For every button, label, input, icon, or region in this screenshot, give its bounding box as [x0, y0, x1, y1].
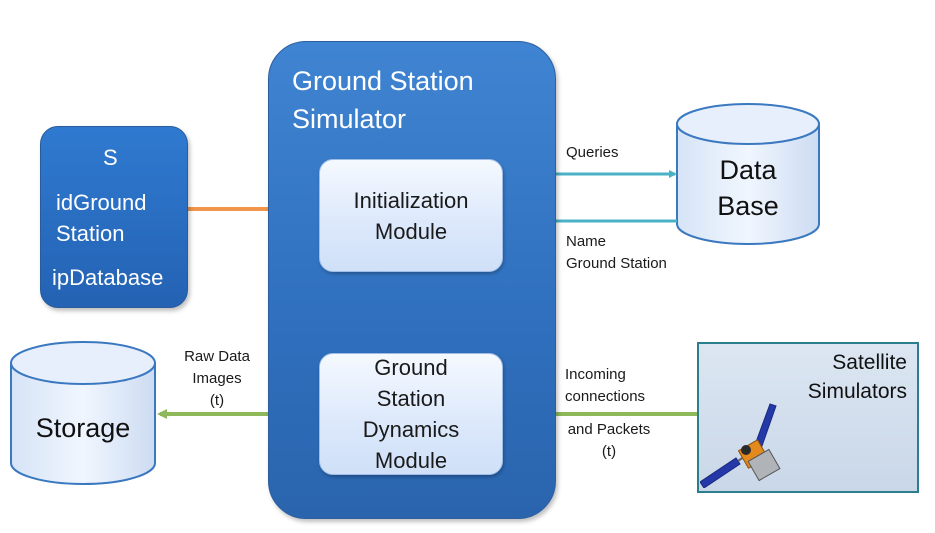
satellite-simulators-label: Satellite Simulators [807, 351, 907, 403]
dynamics-module-label: Ground Station Dynamics Module [362, 355, 460, 473]
raw-data-images-label: Raw Data Images (t) [184, 348, 250, 409]
parameters-box [40, 126, 188, 308]
dynamics-module: Ground Station Dynamics Module [319, 353, 503, 475]
queries-label: Queries [566, 144, 619, 161]
param-s: S [103, 145, 118, 170]
database-cylinder [676, 103, 820, 245]
database-label: Data Base [717, 155, 779, 221]
packets-label: and Packets (t) [567, 421, 651, 460]
initialization-module: Initialization Module [319, 159, 503, 272]
simulator-title: Ground Station Simulator [292, 66, 474, 134]
storage-cylinder [10, 341, 156, 485]
name-ground-station-label: Name Ground Station [566, 233, 667, 272]
param-id-ground-station: idGround Station [56, 190, 147, 246]
storage-label: Storage [35, 413, 131, 443]
satellite-icon [700, 403, 781, 488]
incoming-connections-label: Incoming connections [565, 366, 646, 405]
initialization-module-label: Initialization Module [353, 187, 469, 244]
param-ip-database: ipDatabase [52, 265, 164, 290]
